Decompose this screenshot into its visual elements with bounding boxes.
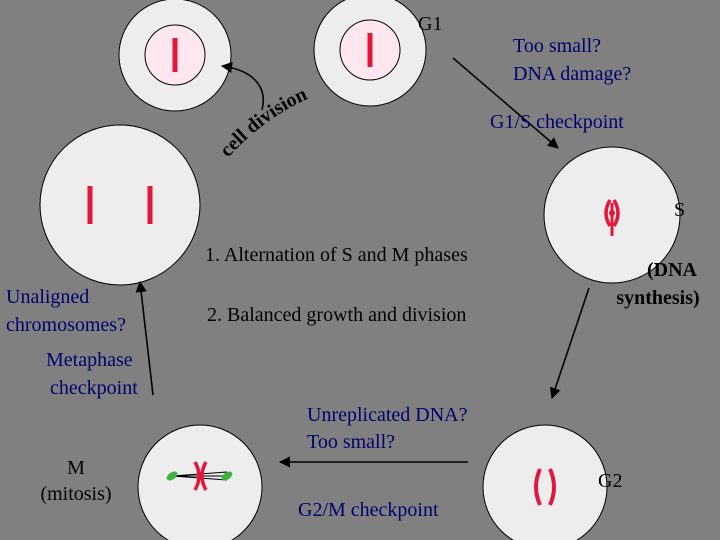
g2m-question-1: Unreplicated DNA? xyxy=(307,404,468,426)
g1s-checkpoint-label: G1/S checkpoint xyxy=(490,111,624,133)
duplicated-chromosome xyxy=(534,468,556,506)
metaphase-spindle xyxy=(166,461,233,491)
replicating-chromosome xyxy=(604,199,620,236)
metaphase-question-2: chromosomes? xyxy=(6,314,126,336)
mitosis-cell xyxy=(137,424,263,540)
g2m-checkpoint-label: G2/M checkpoint xyxy=(298,499,439,521)
mitosis-label: (mitosis) xyxy=(40,483,111,505)
g1s-question-2: DNA damage? xyxy=(513,63,631,85)
principle-1: 1. Alternation of S and M phases xyxy=(205,244,468,266)
cell-division-arrow xyxy=(220,61,264,111)
g2-label: G2 xyxy=(598,470,622,492)
g1s-question-1: Too small? xyxy=(513,35,601,57)
s-phase-cell xyxy=(543,146,681,284)
g1-cell xyxy=(313,0,427,107)
metaphase-question-1: Unaligned xyxy=(6,286,89,308)
g1-to-s-arrow xyxy=(452,57,559,149)
daughter-cell-left xyxy=(118,0,232,112)
dividing-cell xyxy=(39,124,201,286)
metaphase-checkpoint-label-2: checkpoint xyxy=(50,377,138,399)
s-label: S xyxy=(674,199,685,221)
dna-synthesis-label-2: synthesis) xyxy=(616,287,699,309)
m-label: M xyxy=(67,457,85,479)
g2m-question-2: Too small? xyxy=(307,431,395,453)
m-to-division-arrow xyxy=(135,280,154,396)
metaphase-checkpoint-label-1: Metaphase xyxy=(46,349,133,371)
principle-2: 2. Balanced growth and division xyxy=(207,304,466,326)
dna-synthesis-label-1: (DNA xyxy=(647,259,698,281)
g2-cell xyxy=(482,424,608,540)
s-to-g2-arrow xyxy=(549,287,590,400)
g1-label: G1 xyxy=(418,13,442,35)
